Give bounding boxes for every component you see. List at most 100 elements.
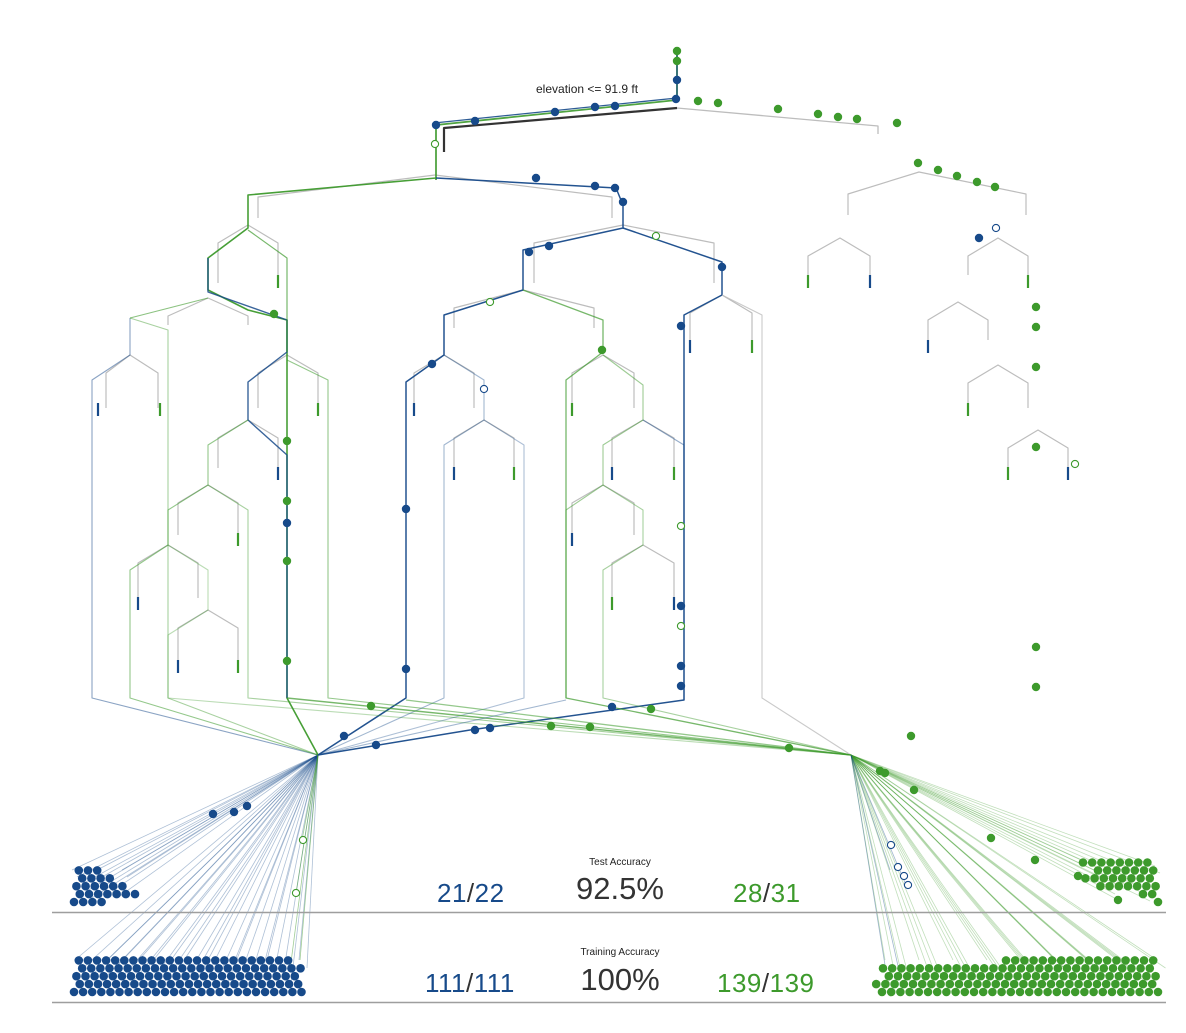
sample-dot — [175, 979, 185, 989]
data-point — [952, 171, 962, 181]
sample-dot — [108, 881, 118, 891]
sample-dot — [188, 987, 197, 997]
sample-dot — [915, 964, 925, 973]
data-point — [607, 702, 617, 712]
sample-dot — [103, 889, 112, 899]
data-point — [974, 233, 984, 243]
sample-dot — [884, 971, 894, 981]
sample-dot — [1090, 874, 1099, 883]
data-point — [427, 359, 437, 369]
sample-dot — [973, 979, 982, 989]
right-fan-line — [850, 754, 1101, 874]
sample-dot — [917, 979, 927, 989]
left-fan-line — [242, 754, 319, 969]
training-left-correct: 111 — [425, 968, 467, 998]
sample-dot — [224, 987, 233, 997]
sample-dot — [77, 964, 87, 973]
sample-dot — [1139, 866, 1149, 875]
right-fan-line — [850, 754, 1022, 961]
sample-dot — [1055, 979, 1065, 989]
sample-dot — [154, 971, 163, 981]
right-fan-line — [850, 754, 1107, 977]
data-point — [590, 181, 600, 191]
split-node — [611, 419, 675, 468]
sample-dot — [75, 889, 85, 899]
sample-dot — [110, 956, 120, 965]
sample-dot — [1105, 881, 1114, 891]
sample-dot — [1127, 964, 1136, 973]
right-fan-line — [850, 754, 1096, 867]
sample-dot — [1099, 874, 1109, 883]
left-fan-line — [218, 754, 319, 977]
split-node — [413, 354, 475, 408]
data-point — [282, 518, 292, 528]
sample-dot — [952, 964, 961, 973]
data-point — [524, 247, 534, 257]
data-point — [269, 309, 279, 319]
sample-dot — [215, 987, 224, 997]
sample-dot — [111, 979, 121, 989]
training-left-separator: / — [466, 968, 474, 998]
split-node — [217, 419, 279, 468]
sample-dot — [275, 979, 285, 989]
sample-dot — [967, 971, 976, 981]
right-fan-line — [850, 754, 1090, 961]
hollow-data-point — [899, 871, 909, 881]
sample-dot — [221, 979, 230, 989]
sample-dot — [899, 979, 909, 989]
split-node — [689, 294, 753, 340]
data-point — [990, 182, 1000, 192]
sample-dot — [265, 956, 275, 965]
left-fan-line — [154, 754, 319, 977]
sample-dot — [1046, 979, 1056, 989]
left-fan-line — [90, 754, 319, 977]
sample-dot — [1099, 964, 1109, 973]
root-selected-branch — [442, 106, 678, 152]
sample-dot — [105, 964, 114, 973]
sample-dot — [190, 971, 199, 981]
sample-dot — [114, 964, 123, 973]
sample-dot — [1066, 956, 1075, 965]
data-point — [546, 721, 556, 731]
data-point — [906, 731, 916, 741]
decision-path — [721, 294, 852, 756]
root-split-label: elevation <= 91.9 ft — [536, 82, 639, 96]
test-right-correct: 28 — [733, 878, 763, 908]
left-fan-line — [86, 754, 319, 892]
sample-dot — [69, 897, 79, 907]
data-point — [676, 661, 686, 671]
sample-dot — [1112, 866, 1121, 875]
sample-dot — [1148, 956, 1158, 965]
left-fan-line — [122, 754, 319, 977]
data-points — [208, 46, 1123, 905]
sample-dot — [1096, 881, 1105, 891]
split-node — [847, 171, 1027, 215]
data-point — [1030, 855, 1040, 865]
right-fan-line — [850, 754, 1073, 977]
sample-dot — [1056, 956, 1066, 965]
sample-dot — [99, 971, 108, 981]
sample-dot — [1147, 889, 1157, 899]
right-fan-line — [850, 754, 1149, 985]
sample-dot — [268, 964, 278, 973]
sample-dot — [151, 987, 161, 997]
right-fan-line — [850, 754, 962, 969]
sample-dot — [1108, 964, 1118, 973]
sample-dot — [1151, 881, 1160, 891]
sample-dot — [942, 987, 951, 997]
data-point — [693, 96, 703, 106]
training-left-count: 111/111 — [425, 968, 515, 999]
data-point — [892, 118, 902, 128]
sample-dot — [1007, 964, 1017, 973]
sample-dot — [120, 956, 129, 965]
sample-dot — [1144, 987, 1154, 997]
sample-dot — [963, 979, 973, 989]
data-point — [431, 120, 441, 130]
sample-dot — [96, 874, 105, 883]
sample-dot — [139, 979, 148, 989]
sample-dot — [250, 964, 260, 973]
data-point — [672, 56, 682, 66]
sample-dot — [132, 964, 142, 973]
data-point — [913, 158, 923, 168]
sample-dot — [102, 979, 112, 989]
